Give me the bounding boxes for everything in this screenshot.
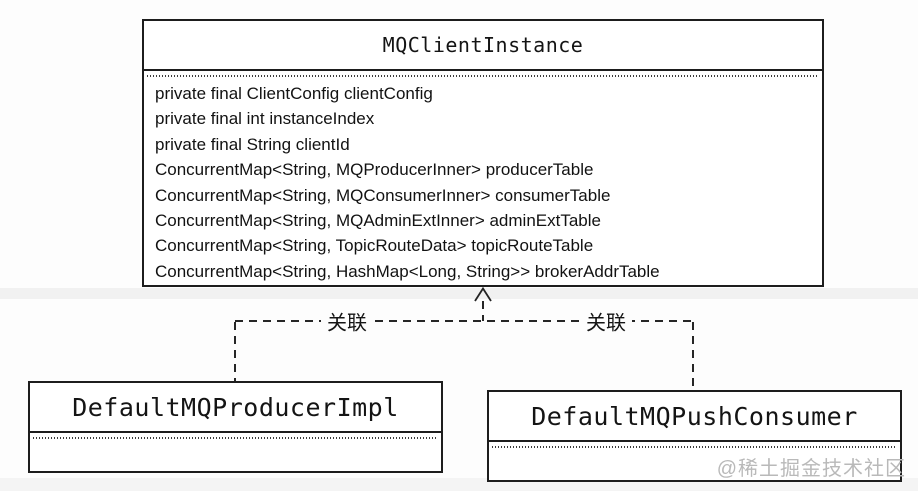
compartment-dotted-divider	[147, 75, 819, 77]
class-field: ConcurrentMap<String, TopicRouteData> to…	[155, 236, 594, 256]
class-fields-list: private final ClientConfig clientConfig …	[155, 81, 816, 284]
open-arrowhead-icon	[474, 287, 492, 302]
artifact-band	[0, 288, 918, 299]
class-box-defaultmqpushconsumer: DefaultMQPushConsumer	[487, 390, 902, 482]
class-title-defaultmqproducerimpl: DefaultMQProducerImpl	[72, 392, 399, 422]
association-arrow-stem	[482, 301, 484, 321]
compartment-dotted-divider	[33, 437, 438, 439]
association-horizontal-line	[235, 320, 693, 322]
class-field: ConcurrentMap<String, MQProducerInner> p…	[155, 160, 594, 180]
class-box-defaultmqproducerimpl: DefaultMQProducerImpl	[28, 381, 443, 473]
class-header: DefaultMQPushConsumer	[489, 392, 900, 442]
class-field: private final int instanceIndex	[155, 109, 375, 129]
class-header: MQClientInstance	[144, 21, 822, 71]
class-fields-compartment	[30, 433, 441, 471]
class-field: private final ClientConfig clientConfig	[155, 84, 433, 103]
class-field: ConcurrentMap<String, MQAdminExtInner> a…	[155, 211, 601, 231]
class-box-mqclientinstance: MQClientInstance private final ClientCon…	[142, 19, 824, 287]
class-field: ConcurrentMap<String, MQConsumerInner> c…	[155, 185, 611, 205]
class-header: DefaultMQProducerImpl	[30, 383, 441, 433]
class-field: private final String clientId	[155, 134, 350, 154]
class-title-defaultmqpushconsumer: DefaultMQPushConsumer	[531, 401, 858, 431]
watermark: @稀土掘金技术社区	[716, 458, 906, 480]
association-label: 关联	[580, 306, 632, 336]
association-label: 关联	[321, 306, 373, 336]
association-drop-producer	[234, 322, 236, 381]
compartment-dotted-divider	[492, 446, 897, 448]
class-fields-compartment	[489, 442, 900, 480]
association-drop-consumer	[692, 322, 694, 390]
class-field: ConcurrentMap<String, HashMap<Long, Stri…	[155, 261, 660, 281]
class-title-mqclientinstance: MQClientInstance	[382, 33, 584, 57]
